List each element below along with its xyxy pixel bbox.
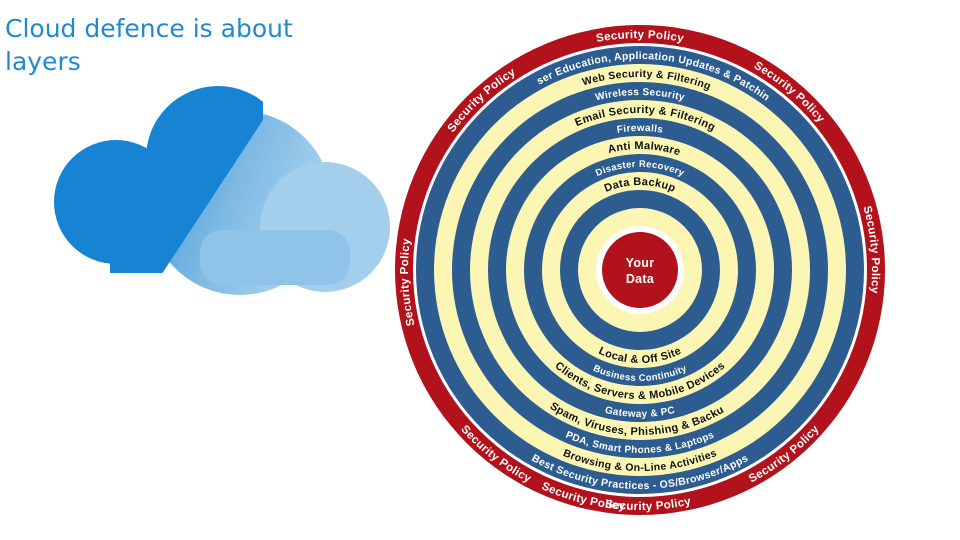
- center-label-line-2: Data: [626, 272, 655, 286]
- layer-label-top-4: Firewalls: [616, 123, 664, 136]
- layer-rings: [395, 25, 885, 515]
- center-core: Your Data: [626, 256, 655, 286]
- cloud-icon: [54, 86, 390, 295]
- slide-title: Cloud defence is about layers: [5, 14, 293, 76]
- outer-ring-label-0: Security Policy: [595, 29, 685, 45]
- layer-label-bottom-4: Gateway & PC: [604, 405, 676, 420]
- layer-label-top-2: Wireless Security: [594, 87, 686, 104]
- ring-band-13: [602, 232, 678, 308]
- center-label-line-1: Your: [626, 256, 655, 270]
